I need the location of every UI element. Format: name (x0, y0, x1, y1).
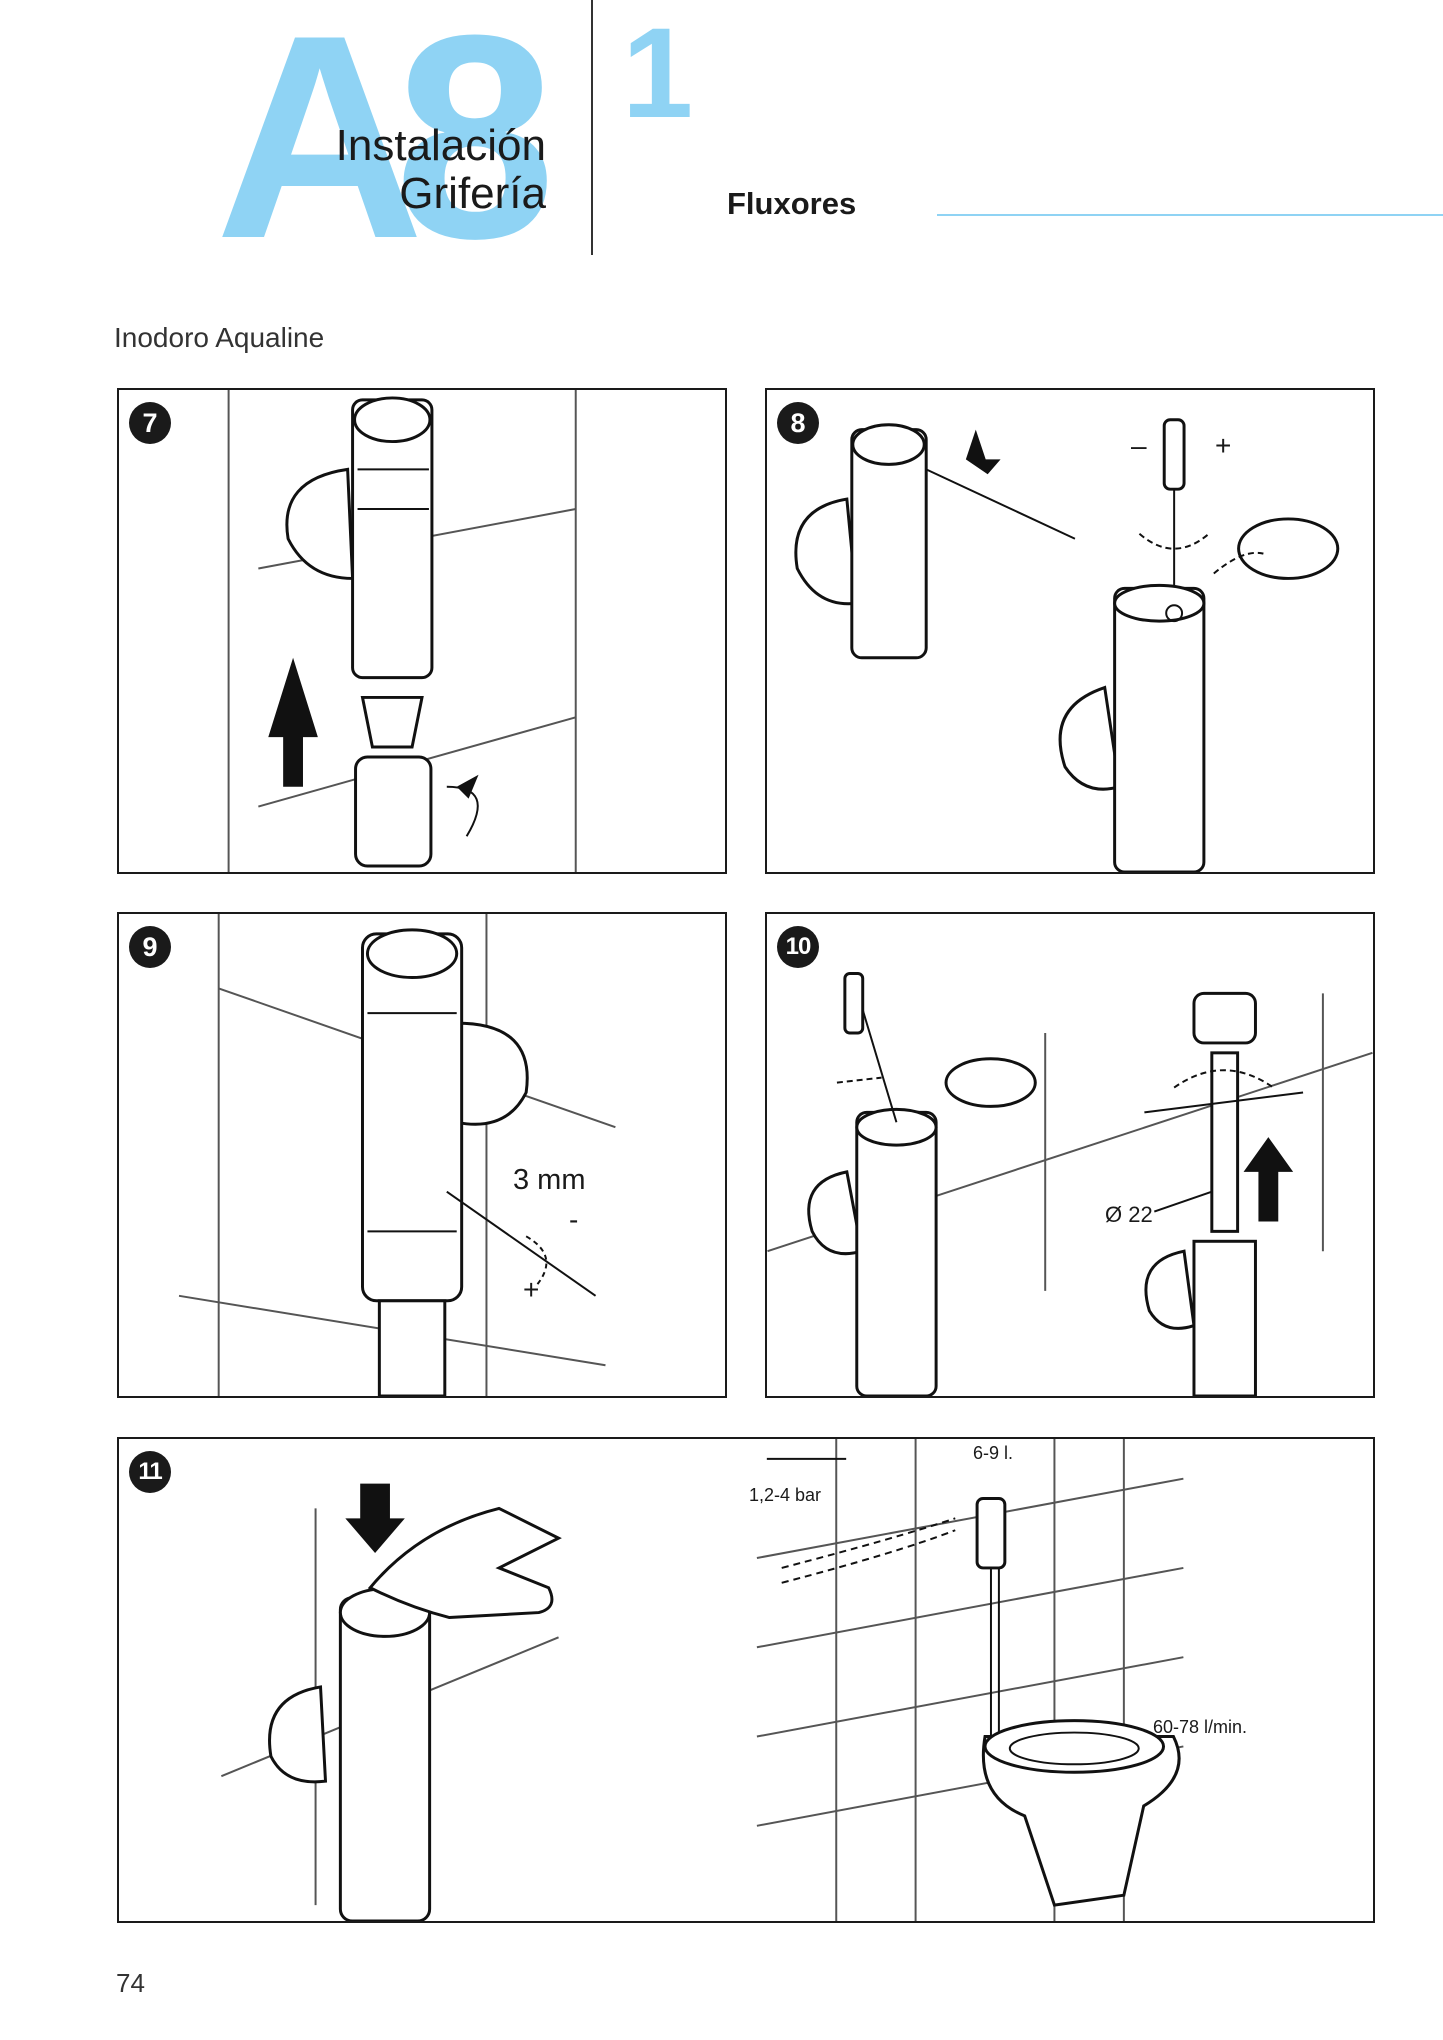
step-7-badge: 7 (129, 402, 171, 444)
step-8-badge: 8 (777, 402, 819, 444)
header-divider (591, 0, 593, 255)
step-11-flow-label: 60-78 l/min. (1153, 1717, 1248, 1737)
step-7-panel: 7 (117, 388, 727, 874)
step-9-gap-label: 3 mm (513, 1164, 586, 1196)
section-number: 1 (622, 2, 694, 145)
step-8-panel: 8 – + (765, 388, 1375, 874)
step-9-plus-label: + (523, 1274, 540, 1305)
step-8-plus-label: + (1215, 430, 1232, 461)
step-10-diameter-label: Ø 22 (1105, 1202, 1153, 1227)
step-11-pressure-label: 1,2-4 bar (749, 1485, 822, 1505)
step-9-illustration (178, 914, 616, 1396)
section-title: Fluxores (727, 186, 857, 221)
step-8-minus-label: – (1131, 430, 1147, 461)
step-10-panel: 10 Ø 22 (765, 912, 1375, 1398)
step-11-volume-label: 6-9 l. (973, 1443, 1014, 1463)
step-11-badge: 11 (129, 1451, 171, 1493)
page-subtitle: Inodoro Aqualine (114, 322, 325, 353)
chapter-title: Instalación Grifería (250, 122, 546, 218)
step-8-illustration (794, 418, 1340, 872)
step-7-illustration (227, 390, 577, 872)
page-number: 74 (116, 1968, 145, 1998)
chapter-code: A8 (215, 0, 556, 299)
step-10-illustration (767, 972, 1373, 1396)
chapter-title-line-2: Grifería (399, 169, 546, 218)
step-11-illustration (220, 1439, 1184, 1921)
chapter-title-line-1: Instalación (335, 121, 546, 170)
step-9-panel: 9 3 mm - + (117, 912, 727, 1398)
step-10-badge: 10 (777, 926, 819, 968)
step-9-badge: 9 (129, 926, 171, 968)
step-9-minus-label: - (569, 1204, 579, 1235)
step-11-panel: 11 1,2-4 bar 6-9 l. 60-78 l/min. (117, 1437, 1375, 1923)
header-rule (937, 214, 1443, 216)
